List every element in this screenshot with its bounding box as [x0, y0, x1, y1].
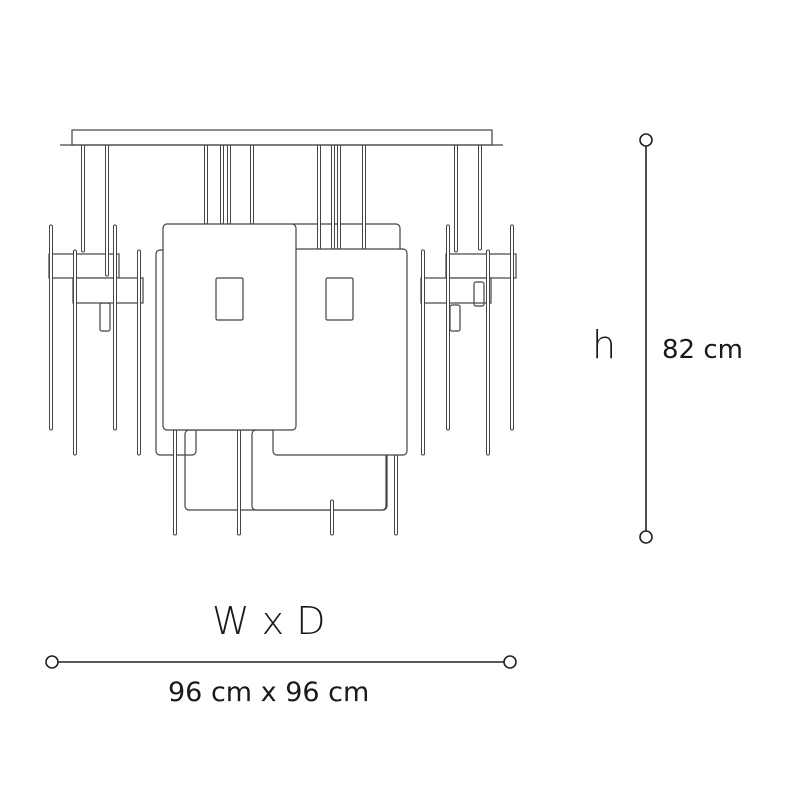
crystal-rod — [330, 499, 334, 536]
height-bottom-endpoint — [639, 530, 653, 544]
suspension-wire — [317, 144, 321, 250]
right-cluster-cylinder-2 — [449, 304, 461, 332]
crystal-rod — [421, 249, 425, 456]
width-right-endpoint — [503, 655, 517, 669]
suspension-wire — [454, 144, 458, 253]
suspension-wire — [81, 144, 85, 253]
crystal-rod — [446, 224, 450, 431]
crystal-rod — [394, 454, 398, 536]
panel-left-window — [215, 277, 244, 321]
suspension-wire — [204, 144, 208, 225]
suspension-wire — [227, 144, 231, 225]
width-depth-value: 96 cm x 96 cm — [168, 677, 370, 708]
crystal-rod — [137, 249, 141, 456]
right-cluster-cylinder — [473, 281, 485, 307]
ceiling-canopy — [71, 129, 493, 146]
suspension-wire — [250, 144, 254, 225]
panel-right-window — [325, 277, 354, 321]
crystal-rod — [486, 249, 490, 456]
suspension-wire — [337, 144, 341, 250]
height-top-endpoint — [639, 133, 653, 147]
left-cluster-cylinder — [99, 302, 111, 332]
crystal-rod — [237, 429, 241, 536]
height-value: 82 cm — [662, 335, 743, 365]
crystal-rod — [510, 224, 514, 431]
width-left-endpoint — [45, 655, 59, 669]
crystal-rod — [49, 224, 53, 431]
panel-left — [162, 223, 297, 431]
height-label: h — [592, 323, 617, 367]
suspension-wire — [331, 144, 335, 250]
left-cluster-bar-lower — [72, 277, 144, 304]
crystal-rod — [113, 224, 117, 431]
suspension-wire — [478, 144, 482, 251]
suspension-wire — [105, 144, 109, 277]
suspension-wire — [362, 144, 366, 250]
suspension-wire — [220, 144, 224, 225]
crystal-rod — [173, 429, 177, 536]
crystal-rod — [73, 249, 77, 456]
right-cluster-bar-upper — [445, 253, 517, 279]
width-depth-label: W x D — [212, 599, 326, 643]
